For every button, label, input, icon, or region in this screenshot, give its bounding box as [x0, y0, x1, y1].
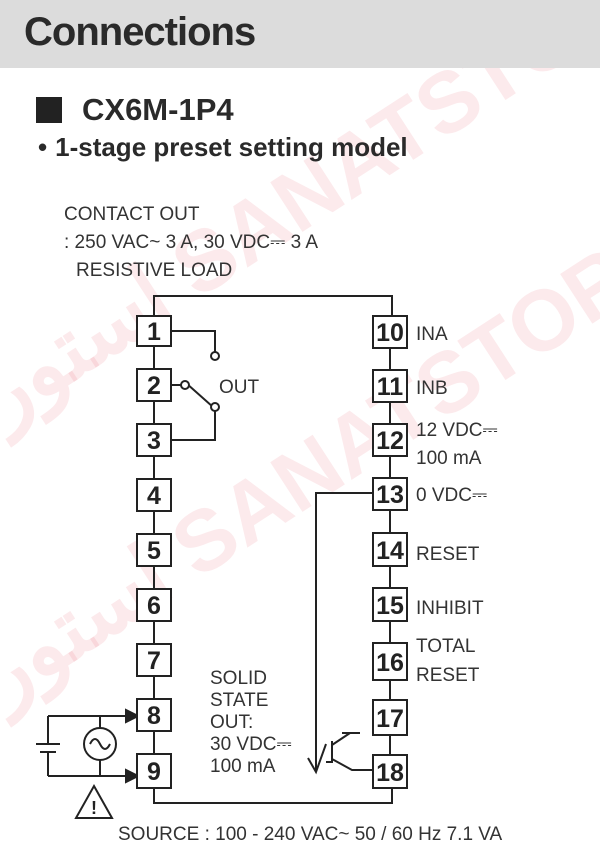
terminal-16: 16 [376, 649, 404, 677]
top-frame-wire [153, 295, 393, 316]
terminal-1: 1 [147, 318, 161, 346]
total-reset-label: RESET [416, 665, 480, 686]
inhibit-label: INHIBIT [416, 598, 484, 619]
terminal-3: 3 [147, 427, 161, 455]
ac-source-icon [83, 727, 117, 761]
right-terminal-column: 10 11 12 13 14 15 16 17 18 [372, 315, 408, 789]
contact-line-3: RESISTIVE LOAD [76, 260, 233, 281]
ac-wave [89, 738, 111, 750]
arrow-9-icon [125, 768, 141, 784]
arrow-8-icon [125, 708, 141, 724]
solid-line-5: 100 mA [210, 756, 276, 777]
ina-label: INA [416, 324, 448, 345]
terminal-box-13 [372, 477, 408, 511]
page-title: Connections [24, 10, 256, 54]
terminal-14: 14 [376, 537, 404, 565]
terminal-box-18 [372, 754, 408, 789]
terminal-2: 2 [147, 372, 161, 400]
terminal-box-9 [136, 753, 172, 789]
warning-triangle-icon [74, 783, 114, 819]
terminal-10: 10 [376, 319, 404, 347]
terminal-6: 6 [147, 592, 161, 620]
terminal-box-14 [372, 532, 408, 567]
terminal-18: 18 [376, 759, 404, 787]
vdc0-label: 0 VDC⎓ [416, 485, 487, 506]
terminal-box-8 [136, 698, 172, 732]
terminal-12: 12 [376, 427, 404, 455]
contact-line-1: CONTACT OUT [64, 204, 200, 225]
terminal-box-11 [372, 369, 408, 403]
relay-nc-wire [171, 410, 216, 441]
terminal-5: 5 [147, 537, 161, 565]
terminal-9: 9 [147, 758, 161, 786]
terminal-box-6 [136, 588, 172, 622]
reset-label: RESET [416, 544, 480, 565]
header-bar: Connections [0, 0, 600, 68]
relay-switch-arm [185, 382, 214, 408]
bullet-icon: • [38, 132, 48, 162]
model-heading: CX6M-1P4 [36, 92, 234, 128]
solid-line-3: OUT: [210, 712, 254, 733]
solid-line-2: STATE [210, 690, 269, 711]
terminal-box-1 [136, 315, 172, 347]
model-name: CX6M-1P4 [82, 92, 234, 127]
terminal-box-2 [136, 368, 172, 402]
terminal-7: 7 [147, 647, 161, 675]
vdc12-current-label: 100 mA [416, 448, 482, 469]
terminal-13: 13 [376, 481, 404, 509]
terminal-labels: OUT INA INB 12 VDC⎓ 100 mA 0 VDC⎓ RESET … [219, 324, 498, 686]
contact-spec: CONTACT OUT : 250 VAC~ 3 A, 30 VDC⎓ 3 A … [64, 201, 318, 285]
contact-line-2: : 250 VAC~ 3 A, 30 VDC⎓ 3 A [64, 232, 319, 253]
solid-line-4: 30 VDC⎓ [210, 734, 292, 755]
total-label: TOTAL [416, 636, 475, 657]
ssr-arrow [307, 743, 327, 775]
terminal-box-16 [372, 642, 408, 681]
subtitle-text: 1-stage preset setting model [55, 132, 408, 162]
relay-no-wire [171, 330, 216, 352]
left-terminal-column: 1 2 3 4 5 6 7 8 9 [136, 315, 172, 789]
terminal-box-17 [372, 699, 408, 736]
out-label: OUT [219, 377, 260, 398]
warning-exclamation: ! [91, 798, 97, 818]
relay-contact-com [180, 380, 190, 390]
terminal-17: 17 [376, 705, 404, 733]
solid-line-1: SOLID [210, 668, 268, 689]
terminal-box-15 [372, 587, 408, 622]
solid-state-spec: SOLID STATE OUT: 30 VDC⎓ 100 mA [210, 668, 292, 778]
terminal-15: 15 [376, 592, 404, 620]
vdc12-label: 12 VDC⎓ [416, 420, 498, 441]
ssr-emitter-wire [315, 492, 373, 770]
terminal-8: 8 [147, 702, 161, 730]
terminal-box-5 [136, 533, 172, 567]
power-source-spec: SOURCE : 100 - 240 VAC~ 50 / 60 Hz 7.1 V… [118, 824, 503, 845]
terminal-box-3 [136, 423, 172, 457]
bottom-frame-wire [153, 788, 393, 804]
terminal-box-12 [372, 423, 408, 457]
inb-label: INB [416, 378, 448, 399]
transistor-icon [326, 732, 373, 771]
terminal-box-4 [136, 478, 172, 512]
terminal-box-7 [136, 643, 172, 677]
square-bullet-icon [36, 97, 62, 123]
terminal-11: 11 [377, 373, 404, 401]
relay-contact-nc [210, 402, 220, 412]
ac-source-loop [47, 715, 101, 777]
model-subtitle: •1-stage preset setting model [38, 132, 408, 163]
terminal-4: 4 [147, 482, 161, 510]
terminal-box-10 [372, 315, 408, 349]
relay-contact-no [210, 351, 220, 361]
